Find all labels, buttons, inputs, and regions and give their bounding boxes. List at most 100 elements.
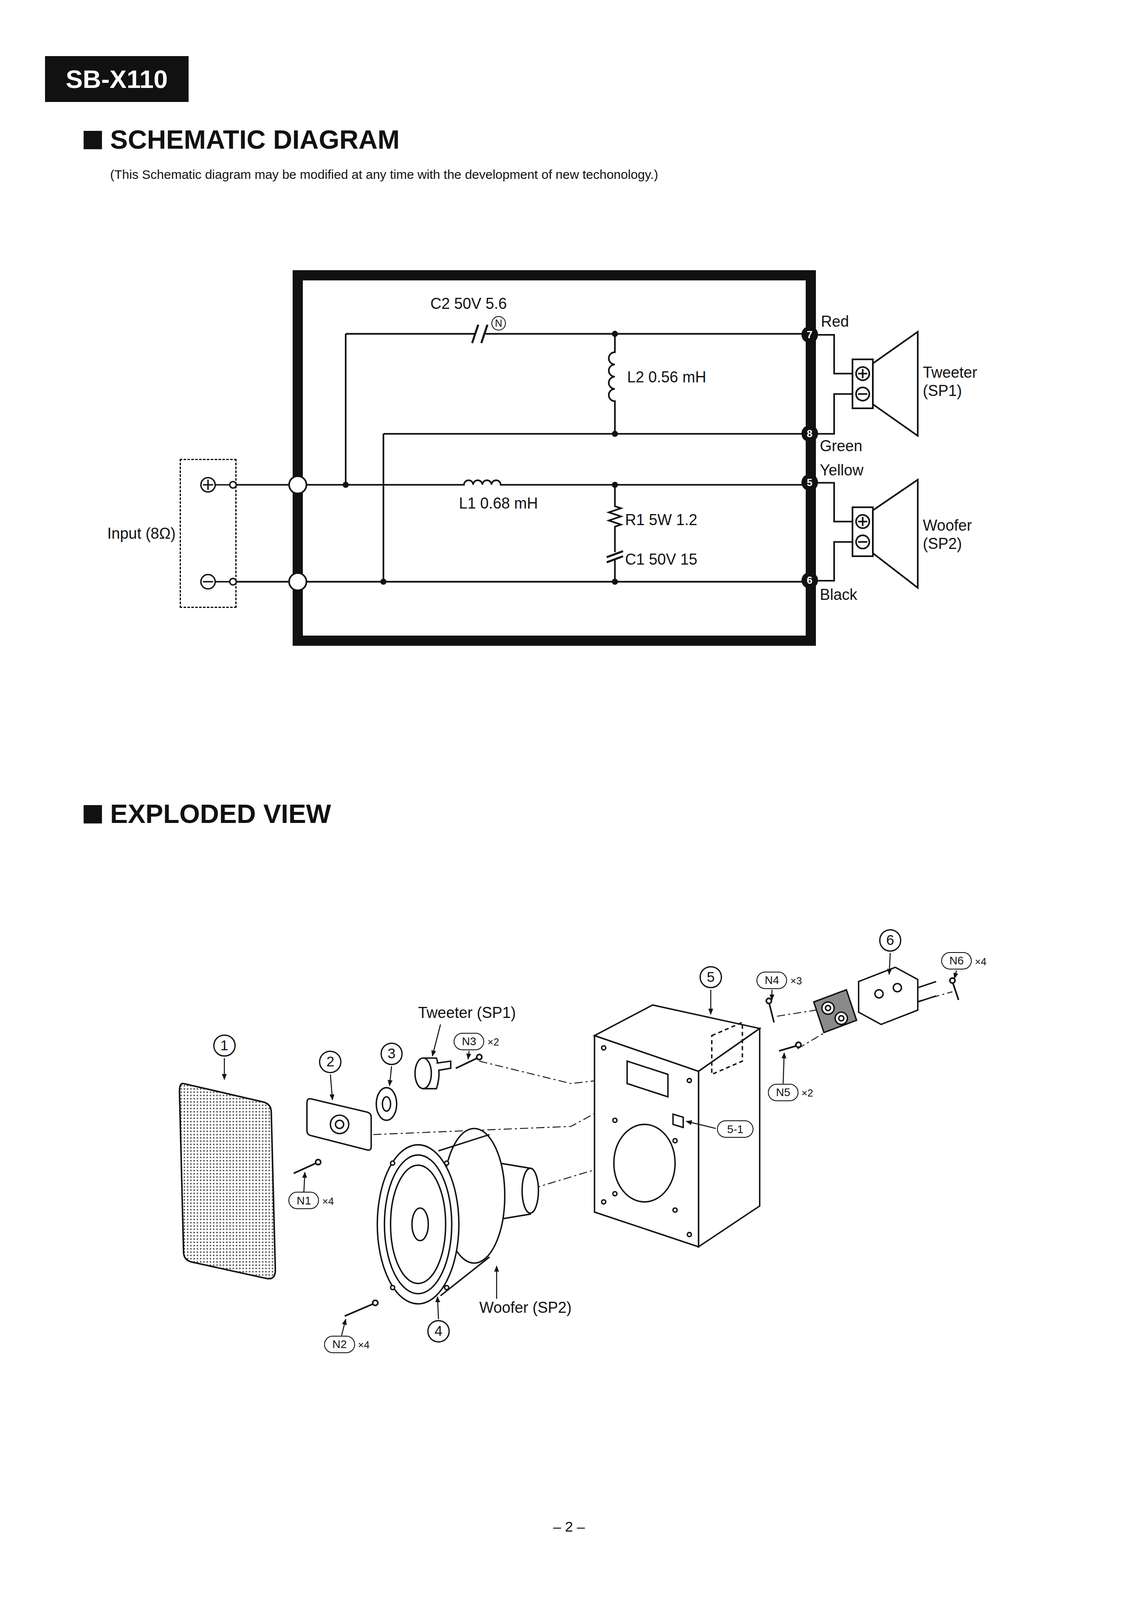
leader-line	[330, 1074, 333, 1100]
leader-line	[389, 1066, 392, 1086]
terminal-plate	[838, 1015, 844, 1021]
woofer-unit	[384, 1154, 452, 1294]
speaker-symbol	[856, 387, 870, 401]
callout-number: 4	[427, 1319, 450, 1343]
note-text: (This Schematic diagram may be modified …	[110, 166, 658, 183]
screw-callout: N6	[941, 951, 972, 970]
woofer-unit	[377, 1144, 459, 1304]
quantity: ×4	[358, 1338, 370, 1352]
cabinet	[698, 1028, 760, 1247]
speaker-symbol	[857, 541, 868, 543]
screw	[315, 1159, 321, 1165]
part-name: Tweeter (SP1)	[417, 1003, 516, 1022]
model-badge: SB-X110	[45, 56, 190, 102]
screw	[293, 1162, 316, 1174]
screw-callout-text: N1	[296, 1193, 312, 1207]
input-terminal-symbol	[229, 578, 237, 585]
assembly-line	[776, 1010, 816, 1016]
leader-line	[783, 1052, 785, 1084]
part-callout-text: 5-1	[727, 1122, 744, 1136]
cabinet	[673, 1207, 678, 1212]
junction-dot	[612, 481, 618, 488]
crossover-board: C2 50V 5.6L2 0.56 mHL1 0.68 mHR1 5W 1.2C…	[292, 270, 816, 646]
speaker-symbol	[852, 359, 873, 409]
speaker-label: Woofer (SP2)	[922, 516, 987, 553]
screw	[344, 1303, 374, 1316]
cabinet	[601, 1045, 607, 1050]
leader-line	[468, 1050, 469, 1059]
junction-dot	[342, 330, 618, 585]
tweeter-unit	[436, 1060, 452, 1071]
woofer-unit	[444, 1285, 449, 1290]
terminal-number-text: 5	[806, 476, 813, 489]
inductor-label: L2 0.56 mH	[627, 368, 707, 386]
input-terminal-symbol	[215, 581, 230, 583]
screw	[476, 1054, 482, 1060]
terminal-plate	[893, 983, 902, 992]
wire-color: Red	[821, 312, 850, 331]
screw	[766, 998, 772, 1004]
terminal-plate	[917, 981, 937, 1002]
leader-line	[224, 952, 957, 1335]
woofer-unit	[521, 1168, 539, 1214]
heading-square	[83, 130, 102, 824]
cabinet	[711, 1021, 743, 1074]
wire-color: Black	[819, 585, 858, 604]
circuit-wire	[344, 333, 347, 485]
terminal-plate	[835, 1011, 848, 1025]
tweeter-plate	[330, 1114, 349, 1134]
speaker-symbol	[857, 516, 868, 527]
speaker-symbol	[872, 331, 918, 436]
quantity: ×2	[801, 1086, 813, 1100]
circuit-wire	[305, 479, 806, 485]
speaker-label: Tweeter (SP1)	[922, 363, 987, 400]
speaker-wire	[814, 334, 853, 374]
circuit-wire	[345, 332, 806, 335]
input-pad	[289, 476, 307, 494]
terminal-plate	[858, 967, 918, 1025]
quantity: ×3	[790, 974, 802, 988]
input-terminal-symbol	[203, 479, 214, 490]
input-pad	[289, 572, 307, 591]
input-terminal-box-text: Input (8Ω)	[107, 524, 176, 542]
cabinet	[627, 1060, 669, 1097]
terminal-plate	[813, 989, 857, 1033]
speaker-wire	[814, 393, 853, 434]
heading-square	[83, 804, 102, 824]
screw	[768, 1001, 774, 1022]
callout-number: 5	[699, 965, 723, 989]
tweeter-ring	[376, 1087, 397, 1121]
cabinet	[687, 1232, 692, 1237]
cabinet	[594, 1035, 699, 1247]
input-wire	[236, 580, 293, 583]
speaker-symbol	[856, 366, 870, 381]
cabinet	[673, 1138, 678, 1143]
screw-callout: N5	[767, 1083, 799, 1101]
cabinet	[601, 1199, 607, 1204]
grille	[179, 1083, 276, 1279]
speaker-symbol	[852, 331, 918, 588]
woofer-unit	[444, 1160, 449, 1166]
capacitor-label: C1 50V 15	[625, 550, 698, 568]
input-terminal-box: Input (8Ω)	[179, 458, 237, 608]
leader-line	[341, 1318, 346, 1335]
screw-callout: N3	[453, 1032, 485, 1050]
speaker-symbol	[856, 514, 870, 528]
leader-line	[303, 1171, 305, 1192]
tweeter-ring	[376, 1087, 397, 1121]
callout-number-text: 5	[706, 968, 715, 986]
speaker-wire	[814, 334, 853, 581]
terminal-number-text: 6	[806, 574, 813, 587]
screw	[949, 977, 955, 983]
terminal-number: 7	[801, 326, 818, 343]
screw-callout-text: N4	[764, 973, 780, 987]
tweeter-plate	[307, 1098, 372, 1150]
page-number: – 2 –	[552, 1517, 585, 1535]
input-pad	[289, 476, 307, 591]
input-wire	[236, 483, 293, 486]
screw	[778, 1045, 797, 1051]
speaker-symbol	[852, 507, 873, 556]
screw-callout: N1	[288, 1191, 319, 1209]
